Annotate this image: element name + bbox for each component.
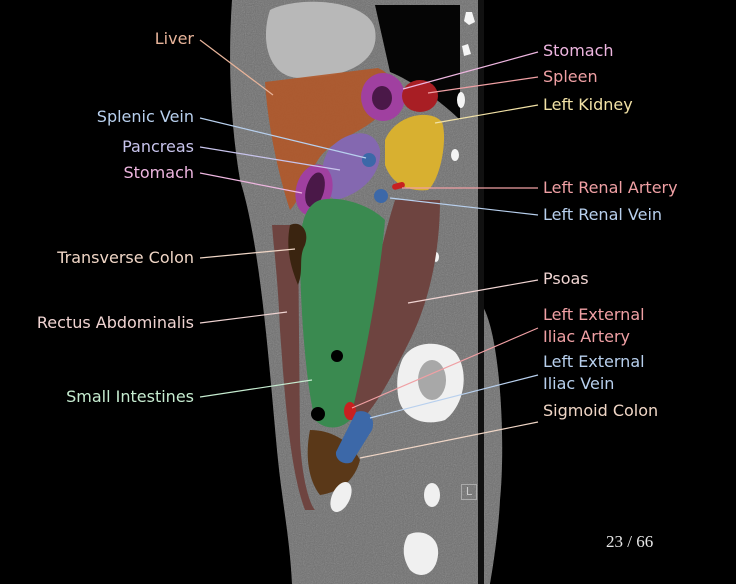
slice-indicator: 23 / 66 bbox=[606, 532, 654, 551]
left-external-iliac-artery-segment bbox=[344, 402, 356, 420]
left-kidney-segment bbox=[385, 114, 445, 191]
heart-region bbox=[265, 1, 376, 78]
label-psoas: Psoas bbox=[543, 269, 589, 288]
label-stomach-right: Stomach bbox=[543, 41, 614, 60]
spleen-segment bbox=[402, 80, 438, 112]
liver-segment bbox=[265, 68, 393, 210]
leader-lines bbox=[199, 39, 539, 459]
psoas-segment bbox=[350, 200, 440, 420]
left-renal-vein-segment bbox=[374, 189, 388, 203]
label-spleen: Spleen bbox=[543, 67, 598, 86]
left-renal-artery-segment bbox=[392, 181, 405, 190]
label-left-external-iliac-artery: Left External Iliac Artery bbox=[543, 305, 645, 346]
label-left-renal-artery: Left Renal Artery bbox=[543, 178, 678, 197]
label-rectus-abdominalis: Rectus Abdominalis bbox=[36, 313, 194, 332]
splenic-vein-segment bbox=[362, 153, 376, 167]
label-left-renal-vein: Left Renal Vein bbox=[543, 205, 663, 224]
label-small-intestines: Small Intestines bbox=[66, 387, 194, 406]
left-external-iliac-vein-segment bbox=[335, 411, 374, 464]
label-splenic-vein: Splenic Vein bbox=[96, 107, 194, 126]
label-transverse-colon: Transverse Colon bbox=[57, 248, 194, 267]
pancreas-segment bbox=[322, 133, 381, 200]
transverse-colon-segment bbox=[288, 223, 307, 285]
label-liver: Liver bbox=[154, 29, 194, 48]
orientation-marker: L bbox=[461, 484, 477, 500]
rectus-abdominalis-segment bbox=[272, 225, 315, 510]
label-sigmoid-colon: Sigmoid Colon bbox=[543, 401, 659, 420]
label-stomach-left: Stomach bbox=[123, 163, 194, 182]
small-intestines-segment bbox=[300, 198, 385, 428]
label-pancreas: Pancreas bbox=[122, 137, 194, 156]
label-left-kidney: Left Kidney bbox=[543, 95, 633, 114]
label-left-external-iliac-vein: Left External Iliac Vein bbox=[543, 352, 645, 393]
